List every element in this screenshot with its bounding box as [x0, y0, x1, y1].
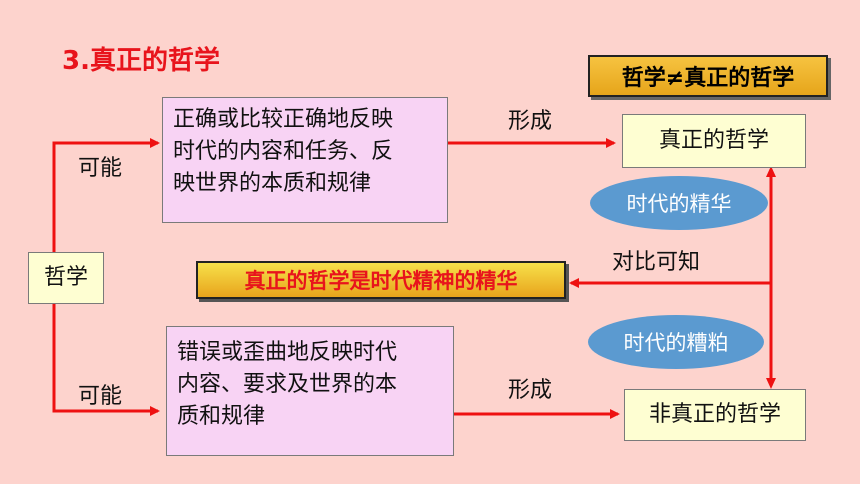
label-form-top: 形成: [508, 109, 553, 134]
label-form-bottom: 形成: [508, 378, 553, 403]
correct-line-2: 时代的内容和任务、反: [173, 138, 394, 164]
arrow-to-wrong: [52, 304, 160, 416]
node-wrong-reflection: 错误或歪曲地反映时代 内容、要求及世界的本 质和规律: [166, 326, 454, 456]
wrong-line-1: 错误或歪曲地反映时代: [177, 340, 398, 365]
arrowhead-up: [766, 166, 776, 177]
wrong-line-2: 内容、要求及世界的本: [177, 371, 398, 397]
label-compare: 对比可知: [612, 250, 701, 275]
label-possible-bottom: 可能: [78, 384, 123, 409]
ellipse-dross: 时代的糟粕: [588, 315, 764, 369]
arrow-to-correct: [52, 138, 160, 252]
wrong-line-3: 质和规律: [177, 403, 266, 429]
label-possible-top: 可能: [78, 156, 123, 181]
banner-not-equal: 哲学≠真正的哲学: [588, 55, 828, 97]
node-non-true-philosophy: 非真正的哲学: [624, 389, 806, 441]
node-correct-reflection: 正确或比较正确地反映 时代的内容和任务、反 映世界的本质和规律: [162, 97, 448, 223]
node-philosophy: 哲学: [28, 252, 104, 304]
correct-line-3: 映世界的本质和规律: [173, 170, 372, 196]
arrowhead-down: [766, 378, 776, 389]
ellipse-essence: 时代的精华: [590, 176, 768, 230]
node-true-philosophy: 真正的哲学: [622, 114, 806, 168]
correct-line-1: 正确或比较正确地反映: [173, 107, 394, 132]
banner-conclusion: 真正的哲学是时代精神的精华: [196, 261, 566, 299]
page-title: 3.真正的哲学: [62, 46, 220, 76]
